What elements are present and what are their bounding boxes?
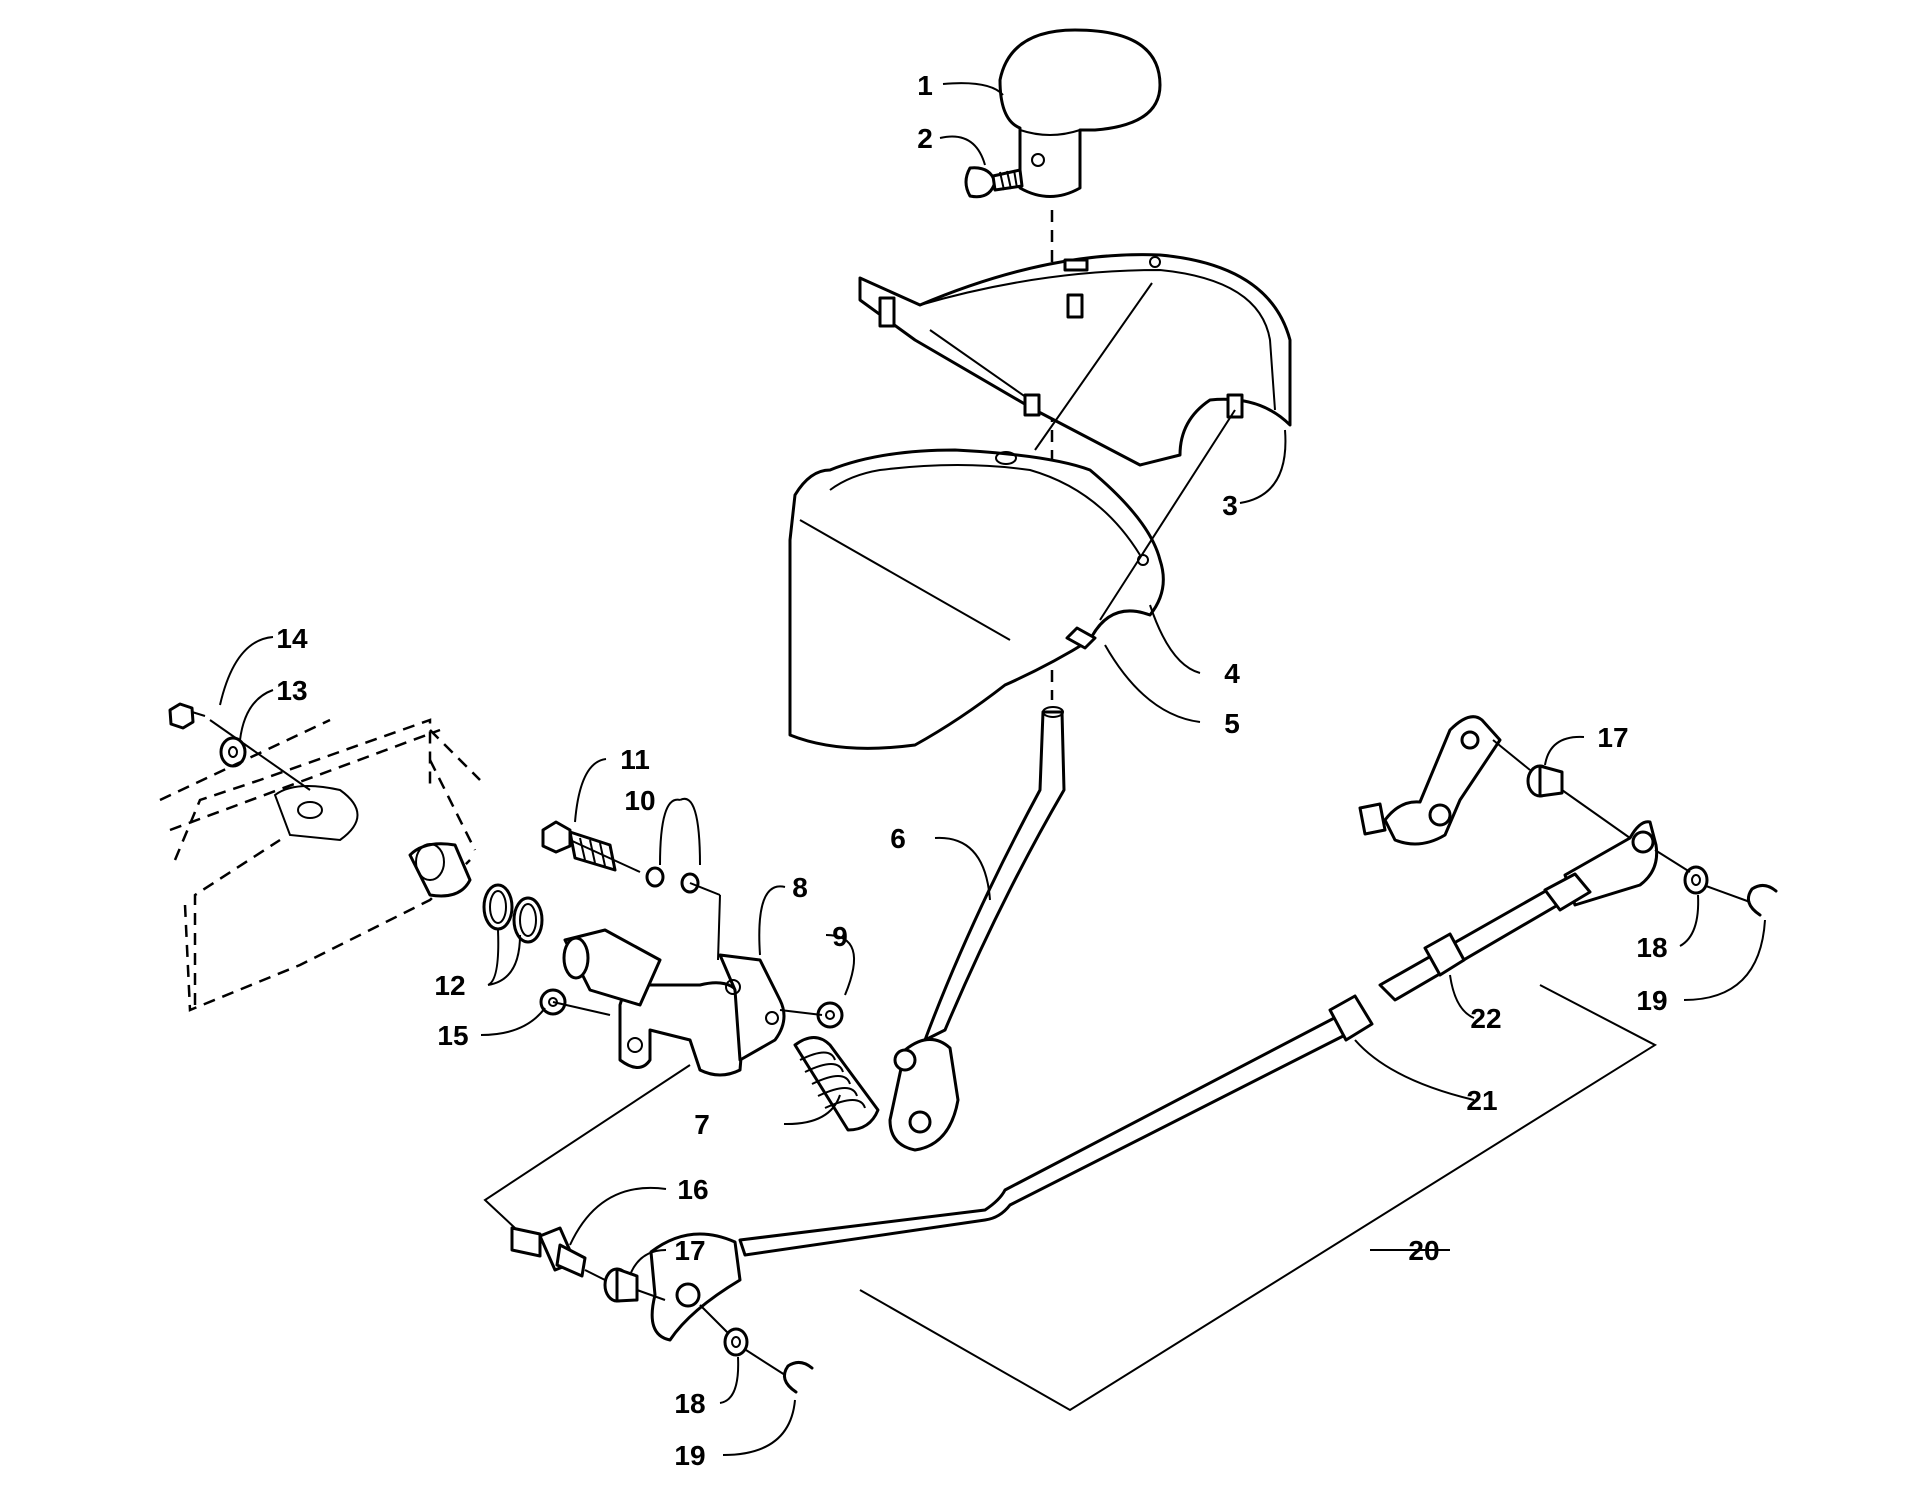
part-2-screw	[964, 166, 1024, 199]
callout-15: 15	[437, 1020, 468, 1051]
callout-18-upper: 18	[1636, 932, 1667, 963]
callout-17-lower: 17	[674, 1235, 705, 1266]
callout-3: 3	[1222, 490, 1238, 521]
callout-4: 4	[1224, 658, 1240, 689]
part-18-washer-lower	[723, 1327, 749, 1357]
callout-18-lower: 18	[674, 1388, 705, 1419]
part-18-washer-upper	[1683, 865, 1709, 895]
callout-22: 22	[1470, 1003, 1501, 1034]
part-4-lower-cover	[788, 448, 1165, 750]
part-10-washers	[645, 866, 700, 894]
part-19-e-clip-upper	[1746, 884, 1778, 917]
part-22-jam-nut	[1423, 932, 1466, 977]
callout-2: 2	[917, 123, 933, 154]
callout-10: 10	[624, 785, 655, 816]
callout-9: 9	[832, 921, 848, 952]
callout-5: 5	[1224, 708, 1240, 739]
callout-16: 16	[677, 1174, 708, 1205]
part-5-clip	[1065, 626, 1097, 650]
part-21-jam-nut	[1328, 994, 1374, 1042]
callout-1: 1	[917, 70, 933, 101]
part-1-shift-knob	[998, 28, 1162, 198]
callout-14: 14	[276, 623, 308, 654]
callout-6: 6	[890, 823, 906, 854]
part-20-shift-rod	[649, 820, 1659, 1342]
part-3-upper-cover	[858, 253, 1292, 467]
callout-21: 21	[1466, 1085, 1497, 1116]
callout-17-upper: 17	[1597, 722, 1628, 753]
callout-13: 13	[276, 675, 307, 706]
part-7-spring	[793, 1036, 880, 1132]
bellcrank-linkage	[1358, 715, 1502, 846]
part-17-bushing-upper	[1526, 764, 1564, 798]
pivot-shaft	[562, 928, 662, 1007]
callout-12: 12	[434, 970, 465, 1001]
callout-7: 7	[694, 1109, 710, 1140]
part-11-ball-stud	[541, 820, 617, 872]
part-6-shift-lever	[888, 706, 1066, 1152]
part-14-bolt	[168, 702, 206, 730]
callout-19-lower: 19	[674, 1440, 705, 1471]
callout-11: 11	[620, 744, 650, 775]
assembly-guide-lines	[209, 282, 1751, 1412]
part-12-o-rings	[482, 883, 544, 944]
callout-19-upper: 19	[1636, 985, 1667, 1016]
callout-labels: 1 2 3 4 5 6 7 8 9 10 11 12 13 14 15 16 1…	[276, 70, 1667, 1471]
callout-leaders	[219, 82, 1766, 1456]
part-19-e-clip-lower	[782, 1361, 814, 1394]
part-17-bushing-lower	[603, 1267, 639, 1303]
callout-20: 20	[1408, 1235, 1439, 1266]
part-16-stud	[510, 1226, 587, 1278]
frame-mount-reference	[159, 718, 481, 1012]
callout-8: 8	[792, 872, 808, 903]
